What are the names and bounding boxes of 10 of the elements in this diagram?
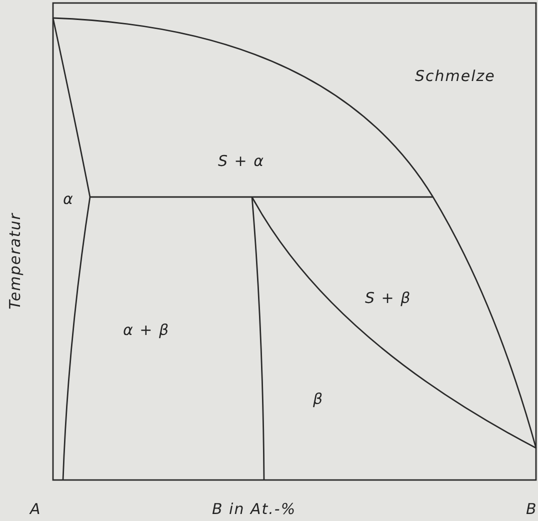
region-label: Schmelze (415, 67, 496, 85)
axis-end-label: B (526, 500, 538, 518)
region-label: β (313, 390, 324, 408)
axis-end-label: A (30, 500, 42, 518)
axis-label: Temperatur (6, 212, 24, 312)
region-label: S + β (365, 289, 412, 307)
region-label: α + β (123, 321, 170, 339)
region-label: S + α (218, 152, 265, 170)
axis-label: B in At.-% (212, 500, 296, 518)
region-label: α (63, 190, 74, 208)
